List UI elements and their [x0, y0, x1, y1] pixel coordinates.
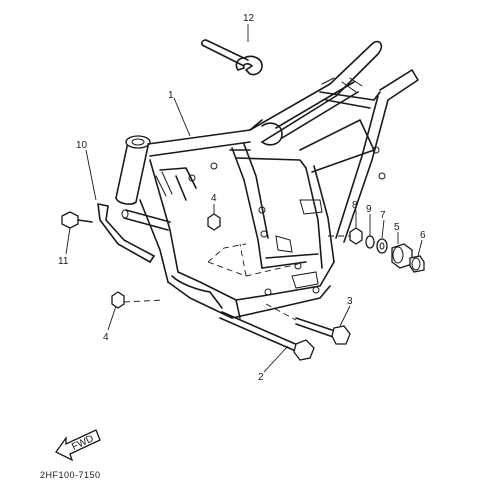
callout-3: 3: [347, 296, 353, 307]
wrench-part-12: [201, 39, 263, 76]
callout-10: 10: [76, 140, 88, 151]
callout-9: 9: [366, 204, 372, 215]
callout-1: 1: [168, 90, 174, 101]
leader-lines: [65, 24, 423, 373]
nut-part-4-upper: [207, 213, 221, 231]
bolt-part-3: [265, 303, 351, 345]
collar-part-5: [391, 243, 413, 269]
callout-6: 6: [420, 230, 426, 241]
callout-8: 8: [352, 200, 358, 211]
pipe-part-center: [121, 209, 171, 231]
washer-part-7: [376, 238, 388, 254]
forward-arrow-icon: FWD: [55, 429, 101, 462]
callout-12: 12: [243, 13, 255, 24]
callout-4-upper: 4: [211, 193, 217, 204]
bushing-part-6: [409, 255, 425, 273]
callout-11: 11: [58, 256, 69, 267]
bracket-part-10: [97, 203, 155, 263]
callout-5: 5: [394, 222, 400, 233]
bolt-part-2: [219, 311, 315, 361]
callout-7: 7: [380, 210, 386, 221]
callout-4-lower: 4: [103, 332, 109, 343]
main-frame-part-1: [115, 40, 419, 319]
bolt-part-8: [328, 227, 363, 245]
fwd-label: FWD: [70, 433, 95, 453]
bolt-part-11: [61, 211, 93, 229]
engine-outline: [207, 243, 299, 277]
callout-2: 2: [258, 372, 264, 383]
washer-part-9: [365, 235, 375, 249]
callouts: 12 1 10 11 4 4 2 3 8 9 7 5 6: [58, 13, 426, 383]
part-code: 2HF100-7150: [40, 470, 101, 480]
nut-part-4-lower: [111, 291, 165, 309]
